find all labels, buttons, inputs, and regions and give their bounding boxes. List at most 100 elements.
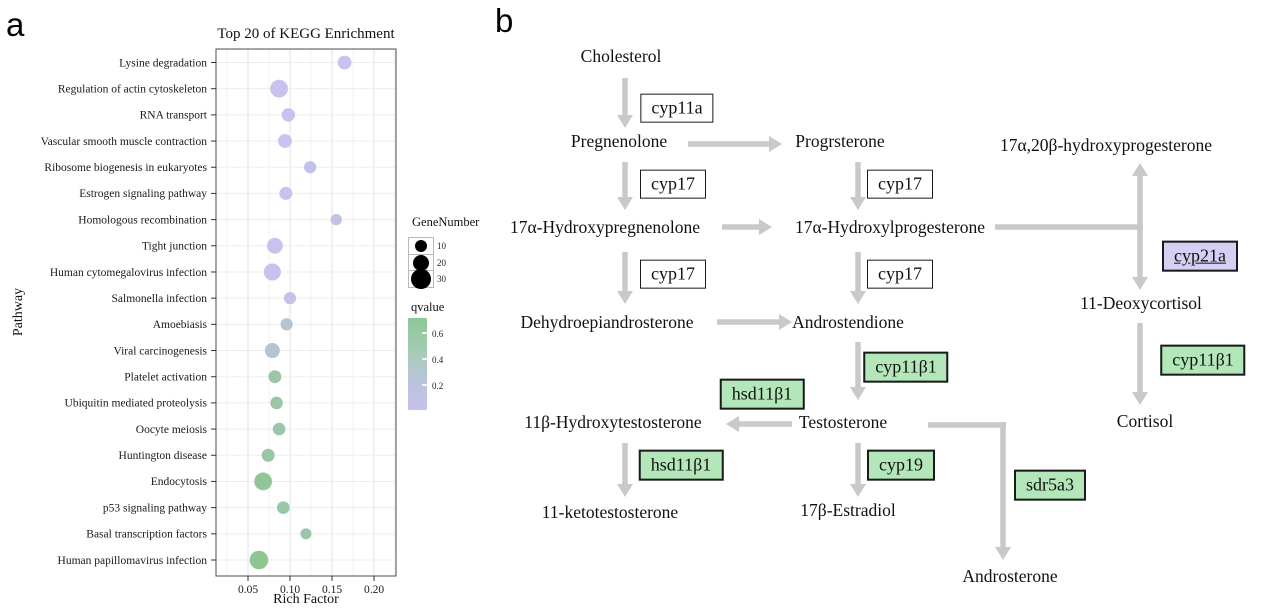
- chart-dot: [300, 528, 312, 540]
- node-label: Cortisol: [1116, 410, 1174, 431]
- node-label: Pregnenolone: [570, 130, 668, 151]
- chart-dot: [270, 79, 288, 98]
- node-label: 11-Deoxycortisol: [1080, 292, 1202, 313]
- node-label: Androsterone: [962, 565, 1058, 586]
- arrowhead-pregnenolone-to-progrsterone: [769, 136, 782, 152]
- x-axis-title: Rich Factor: [273, 592, 339, 607]
- compound-androsterone: Androsterone: [962, 566, 1057, 586]
- x-tick-label: 0.15: [322, 584, 342, 596]
- y-tick-label: Human cytomegalovirus infection: [50, 267, 207, 279]
- node-label: cyp11β1: [875, 356, 937, 377]
- enzyme-hsd11b1-1: hsd11β1: [719, 378, 805, 410]
- chart-dot: [261, 448, 275, 462]
- y-tick-label: Lysine degradation: [119, 57, 207, 69]
- legend-size-label: 20: [437, 257, 446, 268]
- legend-size-key: [408, 269, 434, 289]
- compound-cortisol: Cortisol: [1117, 411, 1173, 431]
- enzyme-cyp11b1-2: cyp11β1: [1160, 344, 1246, 376]
- arrowhead-androstendione-to-testosterone: [850, 387, 866, 400]
- compound-androstendione: Androstendione: [792, 312, 904, 332]
- y-tick-label: Endocytosis: [151, 476, 208, 488]
- y-tick-label: Ubiquitin mediated proteolysis: [65, 398, 208, 410]
- y-tick-label: Viral carcinogenesis: [113, 345, 207, 357]
- y-tick-label: Basal transcription factors: [86, 529, 207, 541]
- node-label: 17α,20β-hydroxyprogesterone: [1000, 134, 1212, 155]
- chart-dot: [279, 186, 293, 200]
- chart-dot: [280, 318, 293, 331]
- node-label: Cholesterol: [580, 45, 662, 66]
- compound-17b-estradiol: 17β-Estradiol: [800, 500, 895, 520]
- arrowhead-testosterone-to-estradiol: [850, 484, 866, 497]
- chart-dot: [249, 550, 269, 570]
- node-label: 17α-Hydroxypregnenolone: [510, 216, 700, 237]
- node-label: Dehydroepiandrosterone: [520, 311, 694, 332]
- legend-qvalue-tick-label: 0.2: [432, 381, 444, 391]
- legend-qvalue-colorbar: [408, 318, 427, 410]
- enzyme-cyp11b1-1: cyp11β1: [863, 351, 949, 383]
- enzyme-cyp17-1: cyp17: [640, 169, 706, 199]
- legend-qvalue-tick: [422, 384, 427, 386]
- chart-dot: [304, 161, 317, 174]
- legend-size-dot: [413, 254, 429, 271]
- panel-a-label: a: [6, 6, 25, 43]
- legend-size-dot: [415, 240, 427, 252]
- node-label: cyp11a: [651, 97, 703, 118]
- y-tick-label: Tight junction: [142, 241, 207, 253]
- compound-dehydroepiandrosterone: Dehydroepiandrosterone: [521, 312, 694, 332]
- compound-17a-hydroxylprogesterone: 17α-Hydroxylprogesterone: [795, 217, 985, 237]
- y-tick-label: Oocyte meiosis: [136, 424, 208, 436]
- compound-testosterone: Testosterone: [799, 412, 887, 432]
- node-label: 17α-Hydroxylprogesterone: [795, 216, 985, 237]
- node-label: 11-ketotestosterone: [541, 501, 679, 522]
- enzyme-cyp17-3: cyp17: [640, 259, 706, 289]
- chart-dot: [263, 263, 281, 281]
- chart-dot: [330, 213, 342, 226]
- arrowhead-17ohpregnenolone-to-17ohprogesterone: [759, 219, 772, 235]
- arrowhead-testosterone-to-androsterone: [995, 547, 1011, 560]
- chart-dot: [264, 343, 280, 359]
- legend-size-label: 10: [437, 241, 446, 251]
- y-tick-label: Ribosome biogenesis in eukaryotes: [44, 162, 207, 174]
- arrowhead-dhea-to-androstendione: [779, 314, 792, 330]
- y-tick-label: Platelet activation: [124, 372, 207, 384]
- legend-qvalue-tick-label: 0.4: [432, 355, 444, 365]
- panel-b-label: b: [495, 2, 514, 39]
- compound-progrsterone: Progrsterone: [795, 131, 884, 151]
- enzyme-cyp11a: cyp11a: [640, 93, 714, 123]
- compound-pregnenolone: Pregnenolone: [571, 131, 667, 151]
- node-label: cyp21a: [1174, 245, 1226, 266]
- arrowhead-deoxycortisol-to-cortisol: [1132, 392, 1148, 405]
- y-tick-label: Salmonella infection: [112, 293, 208, 305]
- enzyme-cyp17-4: cyp17: [867, 259, 933, 289]
- x-tick-label: 0.20: [364, 584, 384, 596]
- compound-11-ketotestosterone: 11-ketotestosterone: [542, 502, 678, 522]
- x-tick-label: 0.10: [280, 584, 300, 596]
- legend-qvalue-tick: [422, 358, 427, 360]
- enzyme-hsd11b1-2: hsd11β1: [638, 449, 724, 481]
- chart-dot: [270, 396, 283, 410]
- chart-dot: [281, 108, 296, 122]
- chart-dot: [266, 237, 283, 254]
- node-label: cyp17: [651, 263, 695, 284]
- node-label: hsd11β1: [731, 383, 793, 404]
- x-tick-label: 0.05: [238, 584, 258, 596]
- compound-11-deoxycortisol: 11-Deoxycortisol: [1080, 293, 1202, 313]
- chart-dot: [278, 134, 292, 148]
- y-tick-label: Regulation of actin cytoskeleton: [58, 83, 207, 95]
- y-tick-label: Huntington disease: [119, 450, 207, 462]
- y-tick-label: p53 signaling pathway: [103, 502, 207, 514]
- legend-qvalue-tick: [422, 332, 427, 334]
- y-tick-label: RNA transport: [140, 110, 208, 122]
- arrowhead-testosterone-to-11bhydroxytestosterone: [726, 416, 739, 432]
- chart-dot: [283, 292, 297, 305]
- compound-17a-hydroxypregnenolone: 17α-Hydroxypregnenolone: [510, 217, 700, 237]
- enzyme-cyp21a: cyp21a: [1162, 240, 1238, 272]
- legend-size-label: 30: [437, 274, 446, 284]
- arrowhead-17ohprogesterone-to-androstendione: [850, 291, 866, 304]
- enzyme-sdr5a3: sdr5a3: [1014, 469, 1086, 501]
- arrowhead-progrsterone-to-17ohprogesterone: [850, 197, 866, 210]
- enzyme-cyp19: cyp19: [867, 449, 935, 481]
- compound-cholesterol: Cholesterol: [581, 46, 662, 66]
